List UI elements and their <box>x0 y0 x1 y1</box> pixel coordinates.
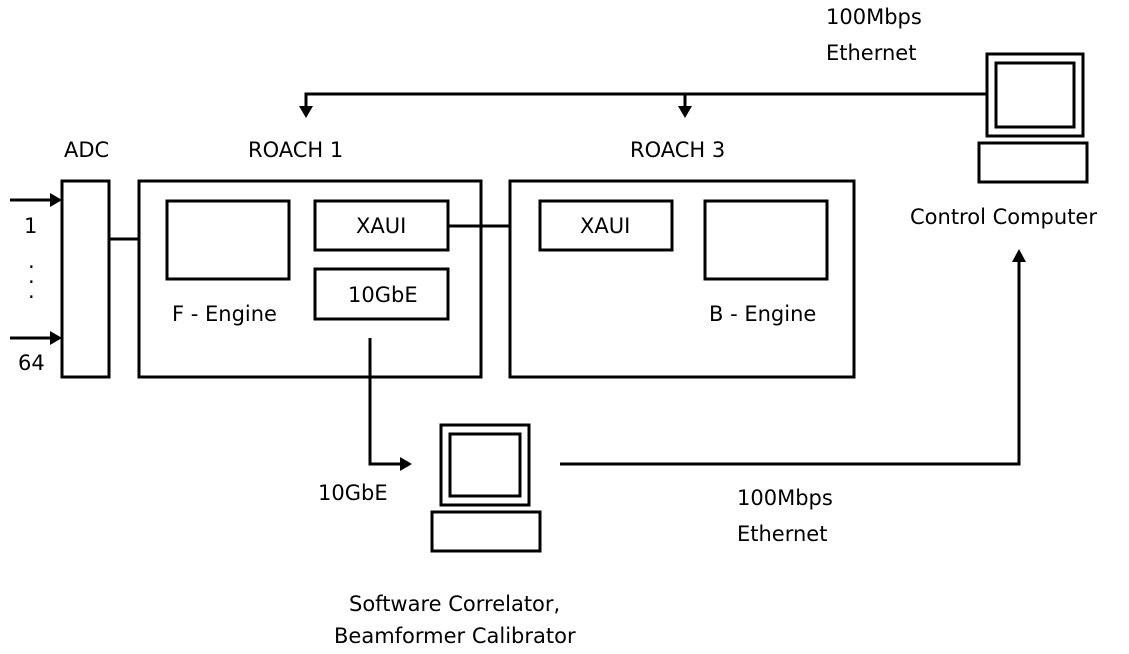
control-monitor-inner <box>994 61 1076 129</box>
bengine-block <box>703 199 829 281</box>
tengbe-link-label: 10GbE <box>318 481 388 505</box>
xaui-label-roach3: XAUI <box>580 214 630 238</box>
fengine-label: F - Engine <box>172 302 277 326</box>
eth-bottom-label-line1: 100Mbps <box>737 486 833 510</box>
eth-bottom-label-line2: Ethernet <box>737 522 827 546</box>
arrow-to-roach1-icon <box>299 106 313 118</box>
fengine-block <box>165 199 291 281</box>
adc-input-arrows <box>10 193 62 345</box>
software-correlator-computer-icon <box>430 423 542 553</box>
tengbe-block-label: 10GbE <box>348 283 418 307</box>
xaui-block-roach3 <box>538 199 674 252</box>
bottom-ethernet-line <box>560 260 1021 466</box>
input-ellipsis-dot-1: . <box>28 249 35 273</box>
bus-line-to-roach1 <box>304 92 987 108</box>
xaui-label-roach1: XAUI <box>356 214 406 238</box>
top-ethernet-bus <box>299 92 987 118</box>
tengbe-link-arrow-icon <box>400 457 412 471</box>
adc-block <box>60 179 111 379</box>
control-computer-label: Control Computer <box>910 205 1097 229</box>
control-computer-icon <box>977 52 1089 184</box>
roach1-label: ROACH 1 <box>248 138 343 162</box>
control-computer-base <box>977 141 1089 184</box>
software-monitor-inner <box>448 432 522 498</box>
input-label-last: 64 <box>18 351 45 375</box>
input-64-arrow-icon <box>50 331 62 345</box>
arrow-to-roach3-icon <box>678 106 692 118</box>
eth-top-label-line2: Ethernet <box>826 41 916 65</box>
adc-label: ADC <box>64 138 109 162</box>
input-label-first: 1 <box>24 214 37 238</box>
input-ellipsis-dot-2: . <box>28 264 35 288</box>
roach3-label: ROACH 3 <box>630 138 725 162</box>
input-ellipsis-dot-3: . <box>28 279 35 303</box>
bottom-ethernet-arrow-icon <box>1012 249 1026 262</box>
xaui-block-roach1 <box>313 199 450 252</box>
eth-top-label-line1: 100Mbps <box>826 5 922 29</box>
software-label-line2: Beamformer Calibrator <box>334 624 576 648</box>
software-computer-base <box>430 510 542 553</box>
tengbe-link-line <box>368 338 402 466</box>
tengbe-block <box>313 267 450 321</box>
input-1-arrow-icon <box>50 193 62 207</box>
software-label-line1: Software Correlator, <box>349 592 560 616</box>
bengine-label: B - Engine <box>709 302 816 326</box>
